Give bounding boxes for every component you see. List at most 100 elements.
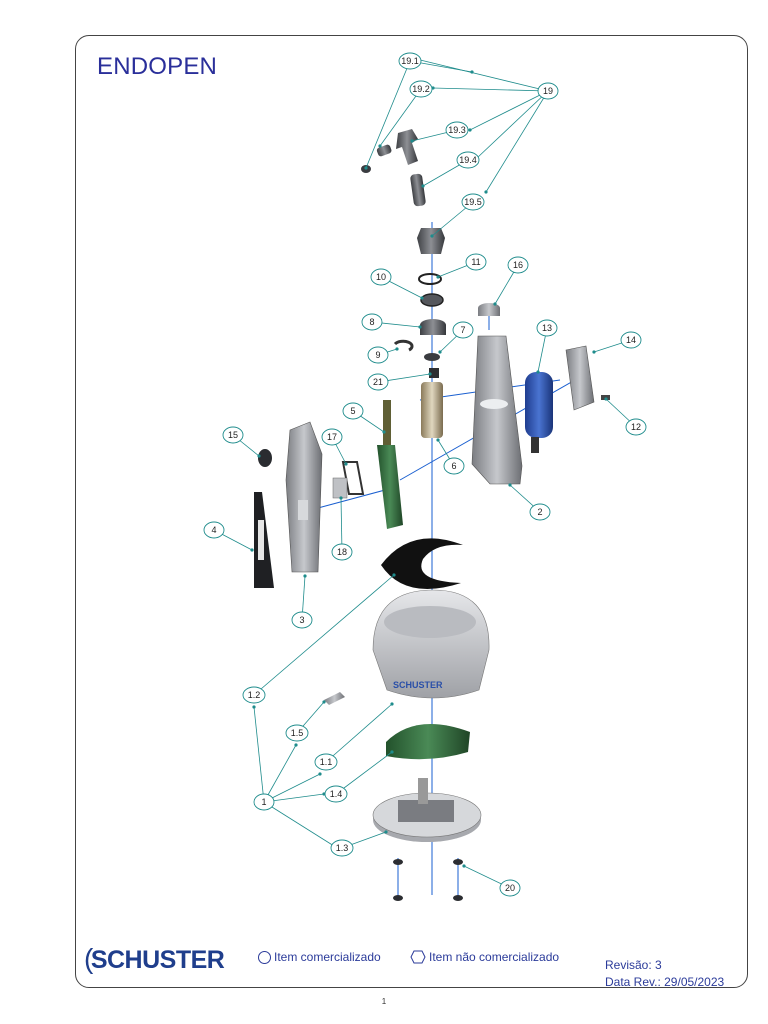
callout-circle xyxy=(331,543,353,561)
leader-arrowhead xyxy=(430,234,434,238)
callout-circle xyxy=(625,418,647,436)
drawing-frame xyxy=(75,35,748,988)
callout-9: 9 xyxy=(367,346,389,364)
callout-2: 2 xyxy=(529,503,551,521)
callout-label: 1.4 xyxy=(330,789,343,799)
callout-circle xyxy=(285,724,309,742)
callout-label: 18 xyxy=(337,547,347,557)
callout-circle xyxy=(361,313,383,331)
part-1-2-base-gasket xyxy=(381,538,463,589)
callout-19-2: 19.2 xyxy=(409,80,433,98)
callout-label: 19.5 xyxy=(464,197,482,207)
callout-circle xyxy=(324,785,348,803)
callout-circle xyxy=(445,121,469,139)
part-1-3-base-plate xyxy=(372,778,482,842)
callout-label: 14 xyxy=(626,335,636,345)
callout-circle xyxy=(536,319,558,337)
callout-21: 21 xyxy=(367,373,389,391)
leader-line xyxy=(263,744,297,803)
leader-lines xyxy=(213,56,637,889)
part-11-o-ring xyxy=(418,273,442,285)
callout-circle xyxy=(253,793,275,811)
part-16-top-ring xyxy=(478,303,500,316)
revision-label: Revisão: 3 xyxy=(605,958,662,972)
part-18-window xyxy=(332,477,348,499)
callout-label: 7 xyxy=(460,325,465,335)
callout-1-3: 1.3 xyxy=(330,839,354,857)
callout-label: 8 xyxy=(369,317,374,327)
callout-label: 20 xyxy=(505,883,515,893)
callout-label: 4 xyxy=(211,525,216,535)
leader-arrowhead xyxy=(410,139,414,143)
callout-label: 1.5 xyxy=(291,728,304,738)
callout-1-1: 1.1 xyxy=(314,753,338,771)
callout-label: 15 xyxy=(228,430,238,440)
callout-circle xyxy=(499,879,521,897)
callout-circle xyxy=(507,256,529,274)
leader-arrowhead xyxy=(418,325,422,329)
part-13-battery xyxy=(525,372,553,453)
callout-label: 19.2 xyxy=(412,84,430,94)
callout-label: 21 xyxy=(373,377,383,387)
callout-11: 11 xyxy=(465,253,487,271)
page-title: ENDOPEN xyxy=(97,53,218,80)
callout-circle xyxy=(529,503,551,521)
callout-circle xyxy=(314,753,338,771)
leader-arrowhead xyxy=(421,184,425,188)
callout-circle xyxy=(443,457,465,475)
callout-circle xyxy=(452,321,474,339)
callout-label: 6 xyxy=(451,461,456,471)
legend-commercial: Item comercializado xyxy=(258,950,381,964)
callout-label: 19 xyxy=(543,86,553,96)
leader-arrowhead xyxy=(390,750,394,754)
callout-6: 6 xyxy=(443,457,465,475)
leader-line xyxy=(379,88,422,147)
callout-label: 19.1 xyxy=(401,56,419,66)
callout-circle xyxy=(367,373,389,391)
callout-20: 20 xyxy=(499,879,521,897)
callout-circle xyxy=(537,82,559,100)
callout-label: 19.4 xyxy=(459,155,477,165)
callout-label: 3 xyxy=(299,615,304,625)
callout-label: 12 xyxy=(631,422,641,432)
part-7-washer xyxy=(424,353,440,361)
leader-line xyxy=(469,90,549,131)
callout-4: 4 xyxy=(203,521,225,539)
leader-arrowhead xyxy=(436,275,440,279)
callout-label: 1.1 xyxy=(320,757,333,767)
leader-line xyxy=(485,90,549,193)
svg-text:SCHUSTER: SCHUSTER xyxy=(393,680,443,690)
part-9-clip xyxy=(393,339,414,352)
leader-line xyxy=(476,90,549,159)
callout-circle xyxy=(330,839,354,857)
leader-arrowhead xyxy=(420,296,424,300)
leader-arrowhead xyxy=(339,496,343,500)
callout-1: 1 xyxy=(253,793,275,811)
callout-label: 13 xyxy=(542,323,552,333)
callout-label: 19.3 xyxy=(448,125,466,135)
callout-label: 10 xyxy=(376,272,386,282)
callout-circle xyxy=(461,193,485,211)
callout-16: 16 xyxy=(507,256,529,274)
brand-logo: (SCHUSTER xyxy=(84,943,225,974)
leader-arrowhead xyxy=(536,370,540,374)
legend-noncommercial-label: Item não comercializado xyxy=(429,950,560,964)
leader-arrowhead xyxy=(364,166,368,170)
leader-line xyxy=(335,751,393,795)
leader-line xyxy=(340,497,343,553)
part-15-cap xyxy=(258,449,272,467)
callout-10: 10 xyxy=(370,268,392,286)
callout-label: 2 xyxy=(537,507,542,517)
leader-arrowhead xyxy=(438,350,442,354)
callout-circle xyxy=(321,428,343,446)
leader-arrowhead xyxy=(484,190,488,194)
callout-14: 14 xyxy=(620,331,642,349)
leader-line xyxy=(263,773,321,803)
callout-1-4: 1.4 xyxy=(324,785,348,803)
leader-line xyxy=(432,87,549,92)
leader-arrowhead xyxy=(395,347,399,351)
callout-19: 19 xyxy=(537,82,559,100)
callout-12: 12 xyxy=(625,418,647,436)
page-number: 1 xyxy=(381,997,387,1006)
part-5-main-pcb xyxy=(377,400,403,529)
